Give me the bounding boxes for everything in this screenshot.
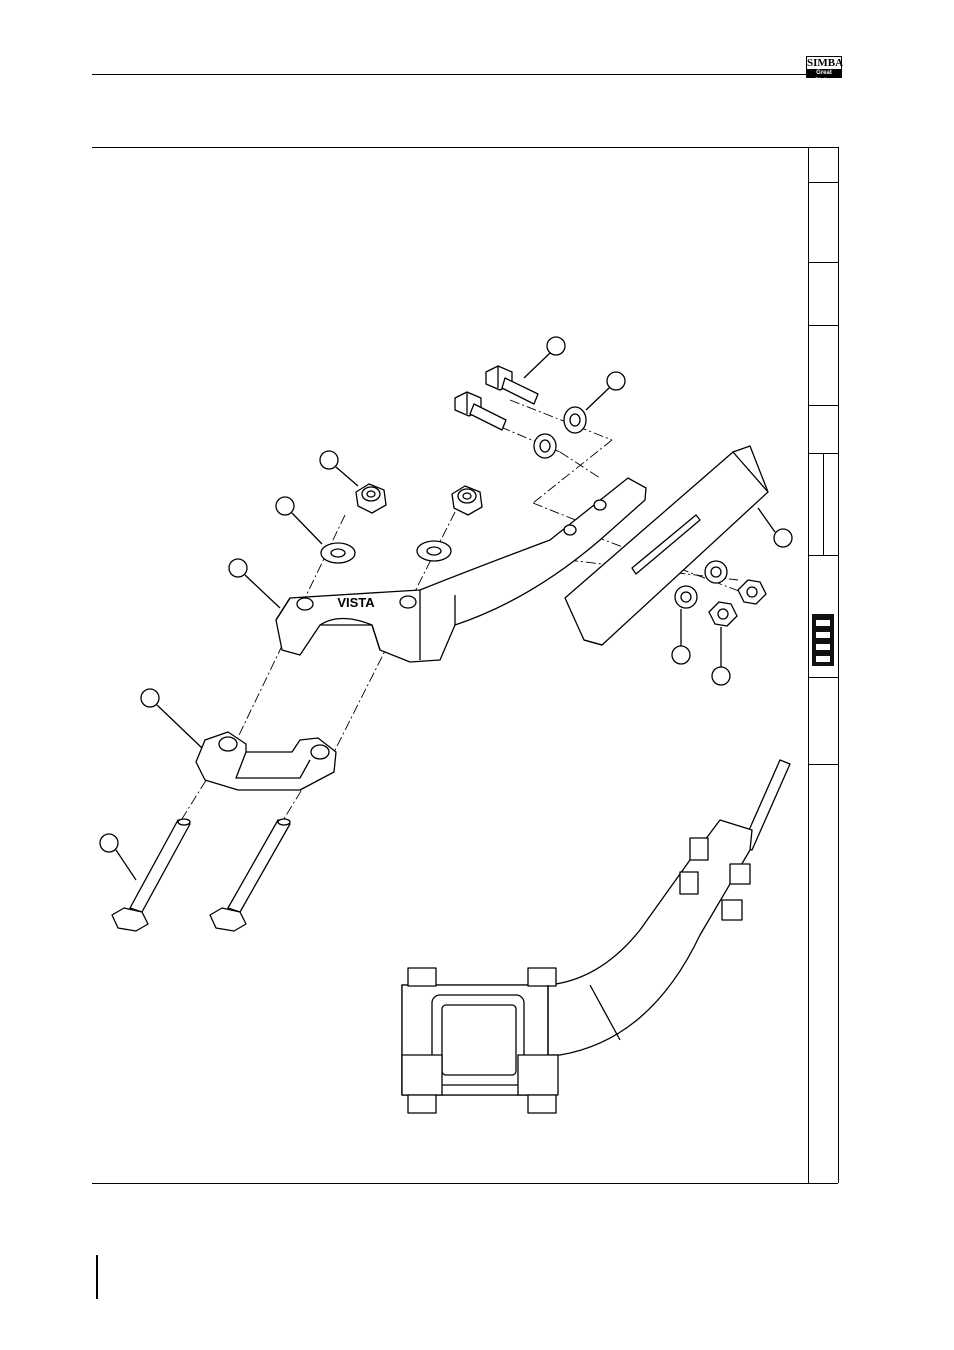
- assembled-view: [402, 760, 790, 1113]
- lock-nut: [452, 486, 482, 515]
- washer: [705, 561, 727, 583]
- washer: [564, 407, 586, 433]
- hex-bolt: [455, 392, 506, 430]
- long-bolt: [112, 819, 190, 931]
- lower-clamp: [196, 732, 336, 790]
- washer: [675, 586, 697, 608]
- washer: [534, 434, 556, 458]
- lock-nut: [709, 602, 737, 626]
- washer: [321, 543, 355, 563]
- long-bolt: [210, 819, 290, 931]
- bracket-part-label: VISTA: [337, 595, 375, 610]
- slotted-plate: [565, 446, 768, 645]
- lock-nut: [356, 484, 386, 513]
- washer: [417, 541, 451, 561]
- lock-nut: [738, 580, 766, 604]
